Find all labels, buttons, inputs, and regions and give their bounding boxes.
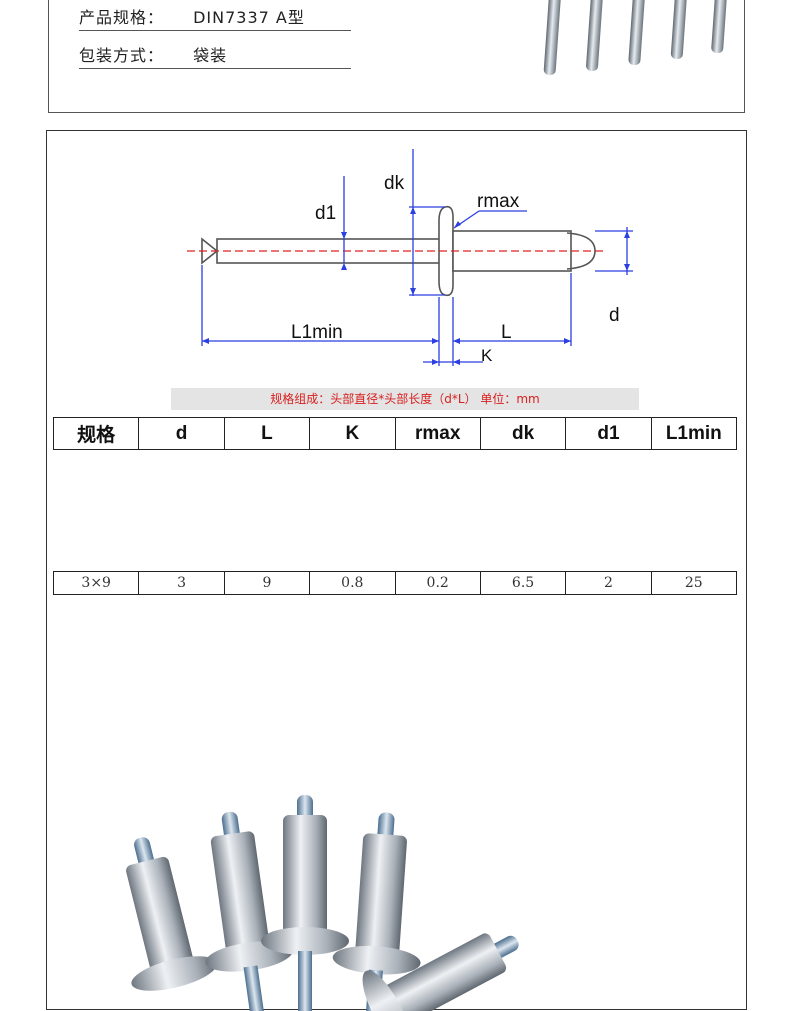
label-l: L bbox=[501, 322, 512, 343]
label-k: K bbox=[481, 346, 493, 365]
spec-label: 产品规格： bbox=[79, 8, 165, 27]
rivet-pins-image bbox=[543, 0, 727, 75]
spec-value: DIN7337 A型 bbox=[193, 8, 305, 27]
spec-row: 产品规格： DIN7337 A型 bbox=[79, 4, 351, 31]
package-label: 包装方式： bbox=[79, 46, 165, 65]
label-dk: dk bbox=[384, 173, 405, 194]
pin-shafts bbox=[543, 0, 727, 75]
spec-data-table: 3×9 3 9 0.8 0.2 6.5 2 25 bbox=[52, 571, 738, 595]
label-l1min: L1min bbox=[291, 322, 343, 343]
table-header-row: 规格 d L K rmax dk d1 L1min bbox=[52, 417, 738, 450]
cell-rmax: 0.2 bbox=[394, 571, 481, 595]
rivet-1 bbox=[126, 837, 218, 991]
package-row: 包装方式： 袋装 bbox=[79, 42, 351, 69]
dimension-lines bbox=[201, 149, 633, 366]
cell-dk: 6.5 bbox=[479, 571, 567, 595]
header-d: d bbox=[138, 417, 225, 450]
rivet-2 bbox=[205, 811, 293, 1011]
cell-spec: 3×9 bbox=[52, 571, 140, 595]
product-info-panel: 产品规格： DIN7337 A型 包装方式： 袋装 bbox=[48, 0, 745, 113]
spec-header-table: 规格 d L K rmax dk d1 L1min bbox=[52, 417, 738, 450]
header-d1: d1 bbox=[565, 417, 652, 450]
header-spec: 规格 bbox=[52, 417, 140, 450]
table-row: 3×9 3 9 0.8 0.2 6.5 2 25 bbox=[52, 571, 738, 595]
header-k: K bbox=[309, 417, 396, 450]
header-l1min: L1min bbox=[650, 417, 738, 450]
cell-l1min: 25 bbox=[650, 571, 738, 595]
rivet-3 bbox=[261, 795, 349, 1011]
cell-d1: 2 bbox=[565, 571, 652, 595]
dimension-labels: dk d1 rmax d L1min L K bbox=[291, 173, 620, 365]
label-rmax: rmax bbox=[477, 191, 520, 212]
header-dk: dk bbox=[479, 417, 567, 450]
label-d1: d1 bbox=[315, 203, 336, 224]
spec-note: 规格组成：头部直径*头部长度（d*L） 单位：mm bbox=[171, 388, 639, 410]
cell-d: 3 bbox=[138, 571, 225, 595]
package-value: 袋装 bbox=[193, 46, 228, 65]
rivet-technical-drawing: dk d1 rmax d L1min L K bbox=[187, 149, 633, 366]
rivet-diagram-panel: dk d1 rmax d L1min L K 规格组成：头部直径*头部长度（d*… bbox=[46, 130, 747, 1011]
header-rmax: rmax bbox=[394, 417, 481, 450]
cell-l: 9 bbox=[223, 571, 311, 595]
rivets-product-photo bbox=[126, 795, 519, 1011]
header-l: L bbox=[223, 417, 311, 450]
label-d: d bbox=[609, 305, 620, 326]
cell-k: 0.8 bbox=[309, 571, 396, 595]
